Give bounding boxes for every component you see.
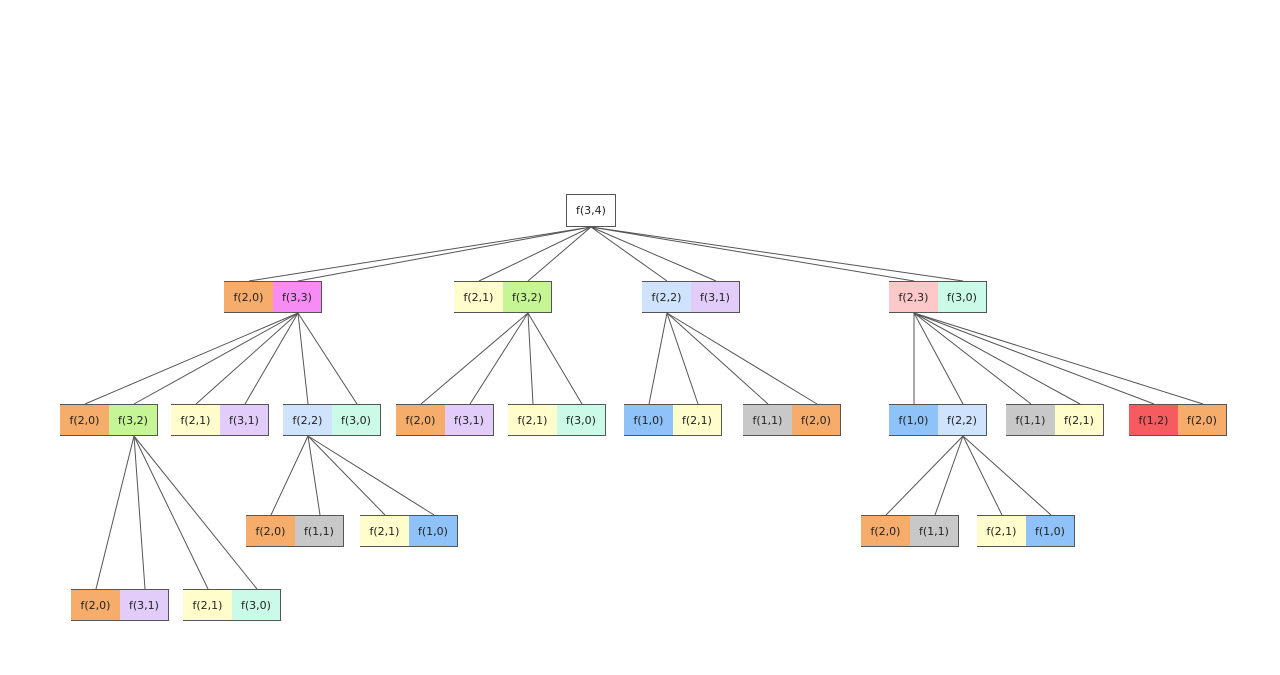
tree-edge bbox=[307, 435, 321, 516]
tree-node: f(3,0) bbox=[557, 404, 606, 436]
tree-node: f(1,0) bbox=[889, 404, 939, 436]
tree-node: f(2,0) bbox=[396, 404, 446, 436]
tree-node: f(1,2) bbox=[1129, 404, 1179, 436]
tree-edge bbox=[962, 435, 1052, 516]
tree-edge bbox=[590, 226, 915, 282]
tree-edge bbox=[297, 226, 592, 282]
tree-node: f(3,0) bbox=[232, 589, 281, 621]
tree-node: f(3,2) bbox=[503, 281, 552, 313]
tree-edge bbox=[590, 226, 668, 282]
tree-edge bbox=[244, 312, 299, 405]
tree-node: f(2,1) bbox=[454, 281, 504, 313]
tree-node: f(2,2) bbox=[642, 281, 692, 313]
tree-edge bbox=[84, 312, 299, 405]
tree-edge bbox=[270, 435, 309, 516]
tree-edge bbox=[469, 312, 529, 405]
tree-node: f(3,1) bbox=[691, 281, 740, 313]
tree-node: f(2,0) bbox=[60, 404, 110, 436]
tree-node: f(2,2) bbox=[938, 404, 987, 436]
tree-node: f(3,2) bbox=[109, 404, 158, 436]
tree-node: f(2,1) bbox=[977, 515, 1027, 547]
tree-edge bbox=[934, 435, 964, 516]
tree-edge bbox=[666, 312, 699, 405]
tree-edge bbox=[248, 226, 592, 282]
tree-node: f(3,1) bbox=[445, 404, 494, 436]
tree-edge bbox=[95, 435, 135, 590]
tree-node: f(2,1) bbox=[171, 404, 221, 436]
tree-edge bbox=[648, 312, 668, 405]
tree-edge bbox=[913, 312, 1032, 405]
tree-node: f(1,1) bbox=[295, 515, 344, 547]
tree-node: f(2,1) bbox=[508, 404, 558, 436]
tree-edge bbox=[913, 312, 1204, 405]
tree-edge bbox=[420, 312, 529, 405]
tree-edge bbox=[297, 312, 309, 405]
tree-edge bbox=[666, 312, 769, 405]
tree-node: f(2,1) bbox=[1055, 404, 1104, 436]
tree-edge bbox=[666, 312, 818, 405]
tree-edge bbox=[478, 226, 592, 282]
tree-node: f(2,1) bbox=[673, 404, 722, 436]
tree-node: f(1,0) bbox=[1026, 515, 1075, 547]
tree-edge bbox=[133, 435, 258, 590]
root-node: f(3,4) bbox=[566, 194, 616, 227]
tree-node: f(2,0) bbox=[246, 515, 296, 547]
tree-edge bbox=[527, 312, 583, 405]
tree-edge bbox=[913, 312, 1081, 405]
tree-edge bbox=[527, 226, 592, 282]
tree-edge bbox=[913, 312, 964, 405]
tree-node: f(1,1) bbox=[1006, 404, 1056, 436]
tree-node: f(3,1) bbox=[120, 589, 169, 621]
tree-node: f(2,1) bbox=[360, 515, 410, 547]
tree-node: f(3,0) bbox=[332, 404, 381, 436]
tree-node: f(3,3) bbox=[273, 281, 322, 313]
tree-edge bbox=[590, 226, 717, 282]
tree-node: f(2,0) bbox=[1178, 404, 1227, 436]
tree-edge bbox=[133, 435, 146, 590]
tree-edge bbox=[913, 312, 1155, 405]
tree-node: f(2,0) bbox=[71, 589, 121, 621]
tree-node: f(1,0) bbox=[624, 404, 674, 436]
tree-edge bbox=[885, 435, 964, 516]
tree-edge bbox=[307, 435, 435, 516]
tree-edge bbox=[133, 312, 299, 405]
tree-node: f(1,0) bbox=[409, 515, 458, 547]
tree-node: f(2,0) bbox=[861, 515, 911, 547]
tree-edge bbox=[297, 312, 358, 405]
tree-edge bbox=[527, 312, 534, 405]
tree-node: f(1,1) bbox=[910, 515, 959, 547]
tree-node: f(2,3) bbox=[889, 281, 939, 313]
tree-node: f(3,0) bbox=[938, 281, 987, 313]
tree-edge bbox=[962, 435, 1003, 516]
tree-node: f(2,1) bbox=[183, 589, 233, 621]
tree-edge bbox=[307, 435, 386, 516]
tree-node: f(1,1) bbox=[743, 404, 793, 436]
tree-edge bbox=[590, 226, 964, 282]
tree-node: f(2,0) bbox=[224, 281, 274, 313]
tree-node: f(2,2) bbox=[283, 404, 333, 436]
tree-edge bbox=[133, 435, 209, 590]
tree-node: f(2,0) bbox=[792, 404, 841, 436]
tree-node: f(3,1) bbox=[220, 404, 269, 436]
tree-edge bbox=[195, 312, 299, 405]
